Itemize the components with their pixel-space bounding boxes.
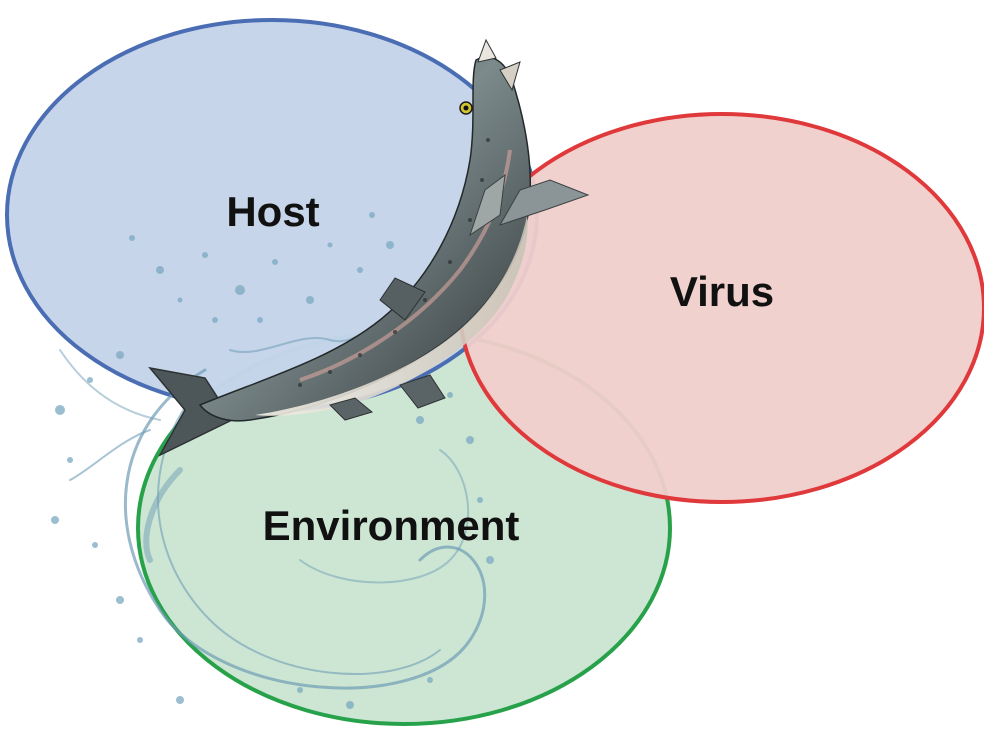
host-label: Host xyxy=(226,188,319,235)
virus-label: Virus xyxy=(670,268,774,315)
environment-label: Environment xyxy=(263,502,520,549)
